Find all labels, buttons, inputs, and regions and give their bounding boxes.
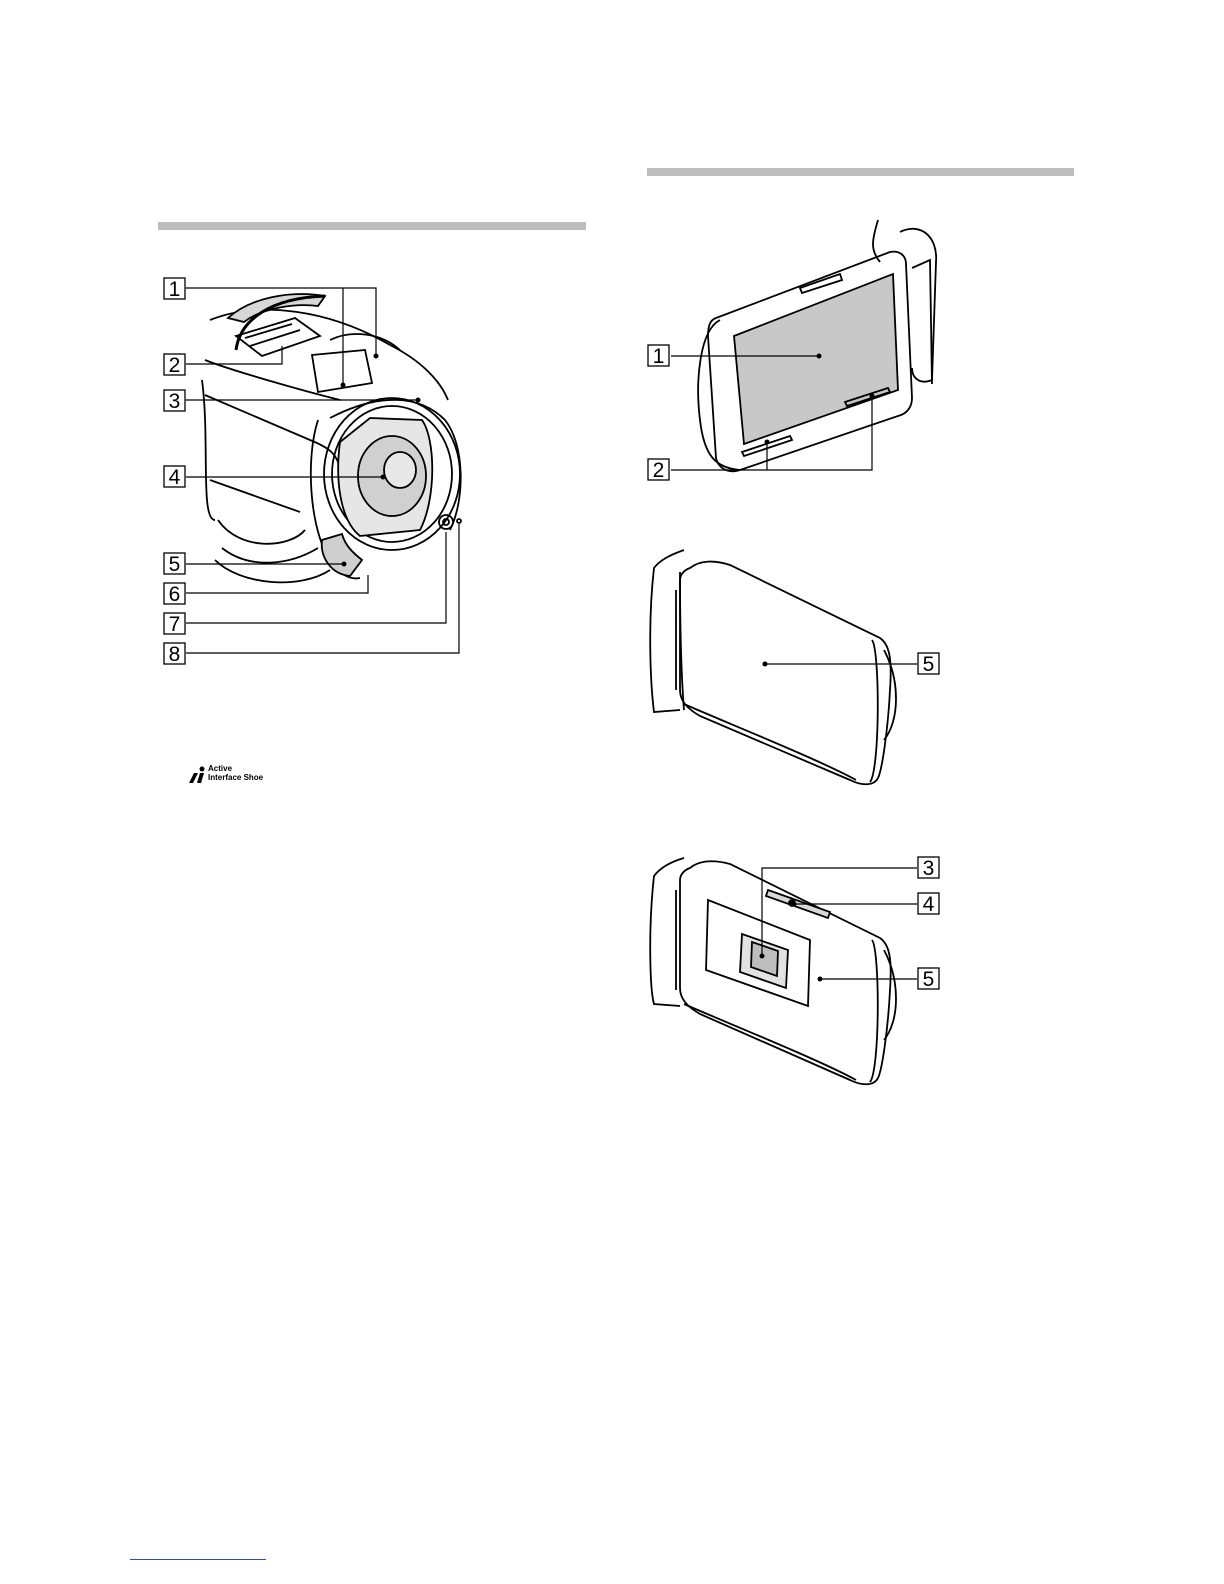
callout-number: 1 <box>169 278 181 301</box>
right-middle-callout-5: 5 <box>918 653 939 676</box>
callout-number: 3 <box>169 390 181 413</box>
footer-link-underline <box>130 1559 266 1560</box>
right-bottom-callout-4: 4 <box>918 893 939 916</box>
lcd-closed-drawing <box>650 550 896 784</box>
callout-number: 2 <box>169 354 181 377</box>
right-middle-leader-dots <box>763 662 768 667</box>
right-top-callout-1: 1 <box>648 345 669 368</box>
logo-line-1: Active <box>208 764 263 773</box>
callout-number: 4 <box>169 466 181 489</box>
logo-line-2: Interface Shoe <box>208 773 263 782</box>
left-callout-7: 7 <box>164 613 185 636</box>
callout-number: 8 <box>169 643 181 666</box>
callout-number: 2 <box>653 459 665 482</box>
callout-number: 7 <box>169 613 181 636</box>
callout-number: 6 <box>169 583 181 606</box>
callout-number: 4 <box>923 893 935 916</box>
lcd-projector-drawing <box>650 858 896 1084</box>
logo-text: Active Interface Shoe <box>208 764 263 782</box>
callout-number: 1 <box>653 345 665 368</box>
camcorder-body-drawing <box>202 294 461 582</box>
callout-number: 5 <box>169 553 181 576</box>
left-callout-6: 6 <box>164 583 185 606</box>
right-bottom-callout-5: 5 <box>918 968 939 991</box>
right-bottom-callout-3: 3 <box>918 857 939 880</box>
left-callout-5: 5 <box>164 553 185 576</box>
lcd-open-drawing <box>698 220 936 471</box>
callout-number: 5 <box>923 653 935 676</box>
left-callout-3: 3 <box>164 390 185 413</box>
callout-number: 3 <box>923 857 935 880</box>
left-callout-8: 8 <box>164 643 185 666</box>
left-callout-1: 1 <box>164 278 185 301</box>
right-top-callout-2: 2 <box>648 459 669 482</box>
active-interface-shoe-logo: Active Interface Shoe <box>188 764 278 786</box>
left-callout-2: 2 <box>164 354 185 377</box>
ai-shoe-icon <box>188 765 206 785</box>
callout-number: 5 <box>923 968 935 991</box>
left-callout-4: 4 <box>164 466 185 489</box>
